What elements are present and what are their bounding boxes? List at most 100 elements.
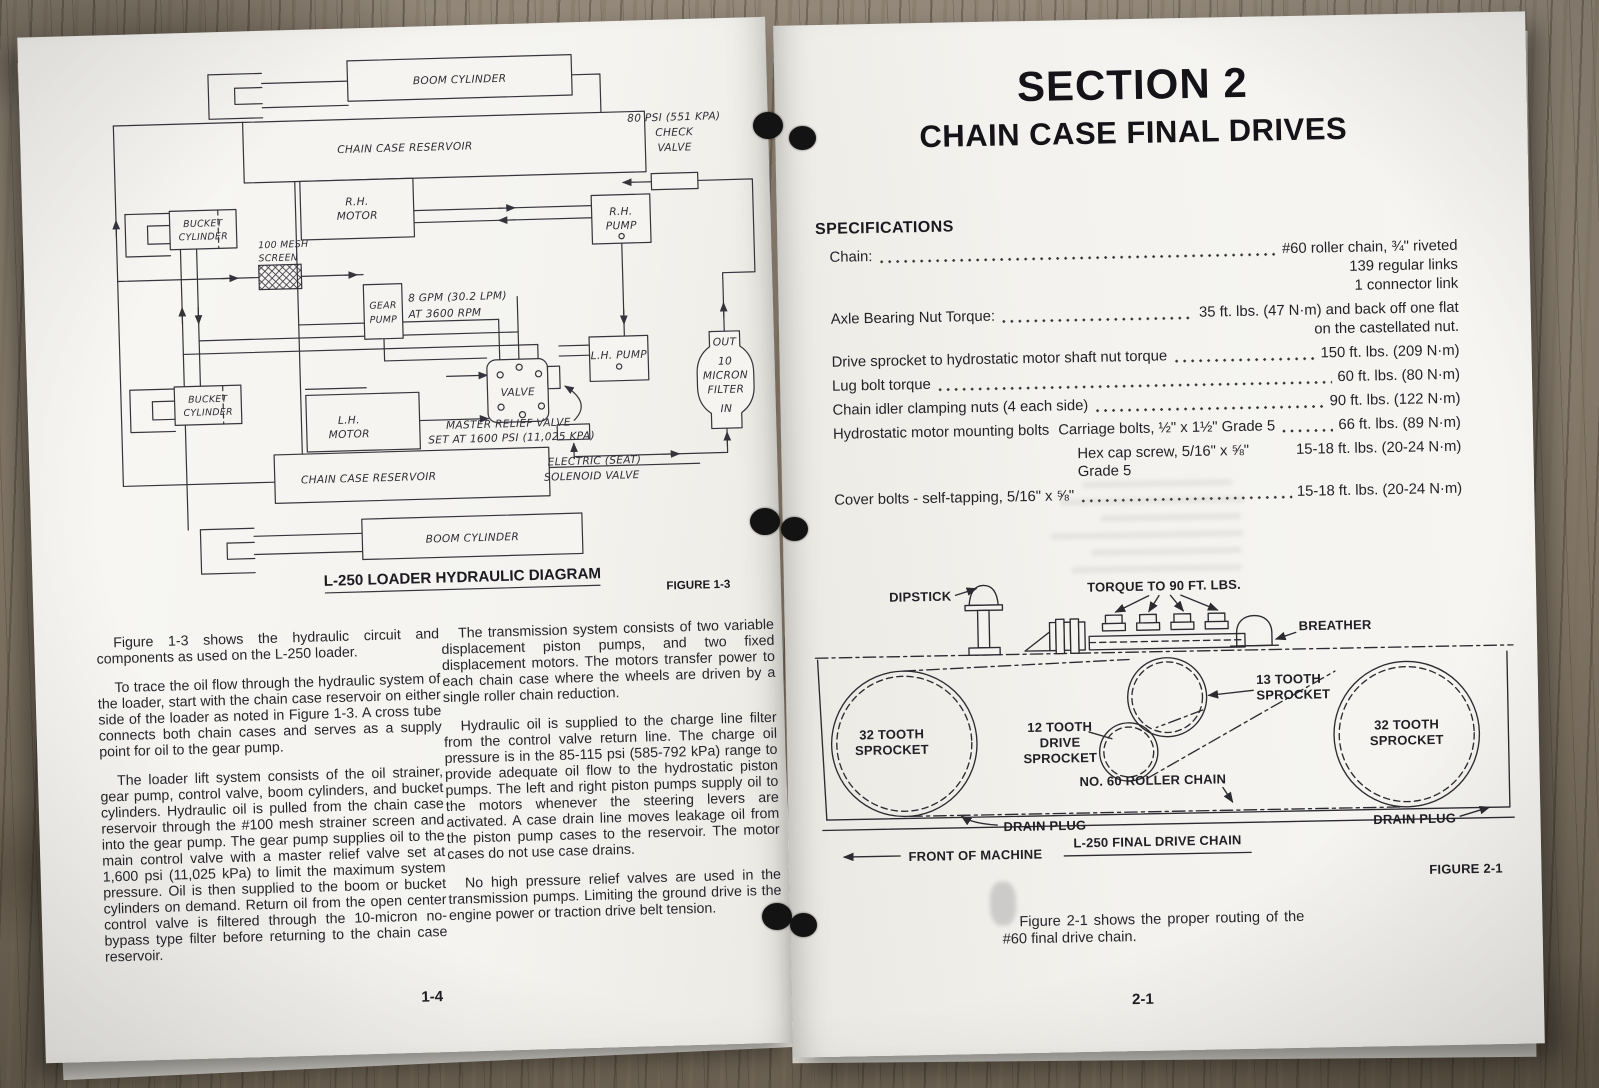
svg-text:SET AT 1600 PSI (11,025 KPA): SET AT 1600 PSI (11,025 KPA) [428,430,595,447]
fig21-labels: DIPSTICK TORQUE TO 90 FT. LBS. BREATHER … [855,577,1503,877]
right-column: The transmission system consists of two … [441,617,783,937]
solenoid-valve-box [556,423,591,441]
svg-text:SPROCKET: SPROCKET [1370,732,1444,748]
punch-hole [789,126,816,150]
axle-bracket [1024,631,1051,652]
caption-underline [324,584,601,594]
punch-hole [753,112,783,139]
svg-text:PUMP: PUMP [370,314,398,326]
drain-plug-left-label: DRAIN PLUG [1003,818,1086,835]
punch-hole [750,508,780,535]
svg-text:L.H. PUMP: L.H. PUMP [591,349,648,363]
fig21-sprockets [830,657,1491,862]
punch-hole [762,903,792,930]
section-subtitle: CHAIN CASE FINAL DRIVES [919,110,1348,155]
spec-sublabel: Carriage bolts, ½" x 1½" Grade 5 [1058,418,1276,439]
svg-text:100 MESH: 100 MESH [258,239,309,251]
svg-text:R.H.: R.H. [345,196,369,209]
fig13-label-boom-top: BOOM CYLINDER [413,73,507,88]
chain-case-reservoir-bottom-box [273,446,551,505]
sprocket-13 [1127,657,1208,738]
dotted-leader [1172,356,1316,364]
svg-text:SPROCKET: SPROCKET [1256,686,1330,702]
boom-cylinder-bottom-box [361,512,584,561]
bleedthrough-mark [1071,563,1242,574]
spec-label: Hex cap screw, 5/16" x ⅝" Grade 5 [1077,442,1250,481]
bleedthrough-mark [1100,512,1241,522]
front-of-machine-label: FRONT OF MACHINE [908,846,1042,864]
dotted-leader [1093,404,1325,413]
left-column: Figure 1-3 shows the hydraulic circuit a… [96,626,448,978]
svg-text:CHAIN CASE RESERVOIR: CHAIN CASE RESERVOIR [301,471,437,487]
dotted-leader [935,380,1333,392]
paragraph: The transmission system consists of two … [441,616,776,707]
dotted-leader [1280,428,1334,434]
fig21-case [814,584,1515,832]
fig13-label-reservoir-top: CHAIN CASE RESERVOIR [337,140,473,156]
chain-case-reservoir-top-box [241,110,647,184]
svg-text:MASTER RELIEF VALVE: MASTER RELIEF VALVE [446,416,571,431]
svg-text:CYLINDER: CYLINDER [179,231,229,243]
svg-text:CHECK: CHECK [655,126,694,139]
spec-row: Hex cap screw, 5/16" x ⅝" Grade 5 15-18 … [833,438,1462,486]
micron-filter-shape [696,330,755,430]
specifications-heading: SPECIFICATIONS [814,218,954,239]
svg-text:ELECTRIC (SEAT): ELECTRIC (SEAT) [548,454,642,469]
spec-value: #60 roller chain, ¾" riveted [1281,237,1458,258]
svg-text:12 TOOTH: 12 TOOTH [1027,719,1092,735]
right-page: SECTION 2 CHAIN CASE FINAL DRIVES SPECIF… [773,11,1545,1058]
paragraph: Figure 2-1 shows the proper routing of t… [1002,908,1305,948]
spec-value: 66 ft. lbs. (89 N·m) [1338,414,1462,434]
spec-label: Drive sprocket to hydrostatic motor shaf… [831,348,1168,371]
svg-text:13 TOOTH: 13 TOOTH [1256,671,1321,687]
gear-pump-box [362,283,404,340]
figure-21-description: Figure 2-1 shows the proper routing of t… [1002,909,1305,949]
boom-cylinder-top-box [346,54,573,102]
svg-text:R.H.: R.H. [609,206,633,219]
svg-text:8 GPM (30.2 LPM): 8 GPM (30.2 LPM) [408,290,507,305]
mesh-screen [258,263,303,291]
svg-text:VALVE: VALVE [500,386,535,399]
torque-bolt [1101,612,1229,632]
svg-text:IN: IN [720,403,732,415]
svg-text:MOTOR: MOTOR [337,210,378,223]
breather-shape [1235,614,1273,647]
check-valve-box [650,171,699,191]
svg-text:FILTER: FILTER [707,383,744,396]
spec-label: Cover bolts - self-tapping, 5/16" x ⅝" [834,488,1075,509]
spec-label: Hydrostatic motor mounting bolts [832,422,1050,443]
rh-pump-box [590,193,652,245]
right-page-number: 2-1 [1131,990,1154,1009]
svg-text:CYLINDER: CYLINDER [183,407,233,419]
svg-text:SOLENOID VALVE: SOLENOID VALVE [544,469,640,484]
dipstick-shape [968,584,999,607]
spec-value: 90 ft. lbs. (122 N·m) [1329,390,1461,410]
paragraph: The loader lift system consists of the o… [100,764,448,966]
torque-label: TORQUE TO 90 FT. LBS. [1087,577,1241,595]
svg-text:32 TOOTH: 32 TOOTH [859,726,924,742]
breather-label: BREATHER [1299,617,1372,633]
svg-text:AT 3600 RPM: AT 3600 RPM [407,307,481,321]
svg-text:10: 10 [718,355,732,367]
lh-motor-box [305,391,422,453]
svg-text:80 PSI (551 KPA): 80 PSI (551 KPA) [627,110,721,125]
bucket-cylinder-top-box [168,208,238,251]
lh-pump-box [588,334,650,383]
fig13-linework [112,73,756,531]
spec-label: Lug bolt torque [831,376,931,395]
specifications-list: Chain: #60 roller chain, ¾" riveted 139 … [829,237,1462,516]
hydraulic-diagram-figure: BOOM CYLINDER CHAIN CASE RESERVOIR R.H. … [112,54,756,594]
sprocket-32-right [1333,660,1481,808]
paragraph: To trace the oil flow through the hydrau… [97,671,442,761]
svg-text:BOOM CYLINDER: BOOM CYLINDER [426,531,520,546]
roller-chain-label: NO. 60 ROLLER CHAIN [1079,771,1226,789]
svg-text:BUCKET: BUCKET [183,218,224,230]
punch-hole [781,517,808,541]
spec-label: Chain: [829,248,873,266]
fig21-figure-label: FIGURE 2-1 [1429,860,1503,876]
svg-text:L.H.: L.H. [338,414,360,427]
caption-underline [1063,851,1252,857]
svg-text:VALVE: VALVE [657,141,692,154]
svg-text:GEAR: GEAR [369,300,397,312]
spec-value: 15-18 ft. lbs. (20-24 N·m) [1296,480,1463,500]
